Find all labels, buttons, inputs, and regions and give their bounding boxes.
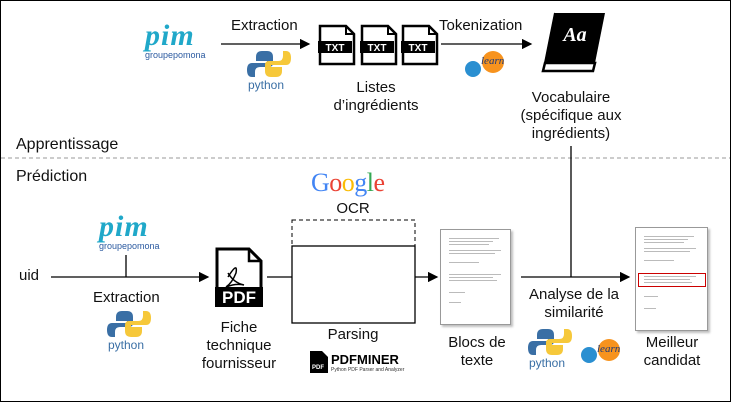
google-logo: Google bbox=[311, 169, 385, 197]
section-prediction-label: Prédiction bbox=[16, 168, 88, 185]
ocr-label: OCR bbox=[336, 200, 370, 217]
best-label-line1: Meilleur bbox=[645, 334, 699, 351]
pim-logo-bottom: pim groupepomona bbox=[93, 210, 165, 254]
python-icon bbox=[247, 51, 291, 77]
google-letter-g: G bbox=[311, 168, 330, 197]
vocab-label-line3: ingrédients) bbox=[531, 125, 611, 142]
sklearn-icon bbox=[465, 51, 504, 77]
python-wordmark: python bbox=[108, 338, 145, 352]
google-letter-o1: o bbox=[329, 168, 342, 197]
analysis-label-line1: Analyse de la bbox=[528, 286, 620, 303]
best-match-highlight bbox=[638, 273, 706, 287]
best-label-line2: candidat bbox=[643, 352, 701, 369]
python-logo-top: python bbox=[247, 49, 291, 93]
analysis-label-line2: similarité bbox=[544, 304, 604, 321]
extraction-top-label: Extraction bbox=[231, 17, 298, 34]
sklearn-wordmark: learn bbox=[597, 343, 621, 355]
blocks-label-line1: Blocs de bbox=[448, 334, 506, 351]
svg-text:TXT: TXT bbox=[326, 43, 345, 54]
python-logo-analysis: python bbox=[528, 327, 572, 371]
pim-subtitle: groupepomona bbox=[99, 241, 160, 251]
vocabulary-book-icon: Aa bbox=[541, 11, 607, 73]
python-icon bbox=[528, 329, 572, 355]
pim-logo-top: pim groupepomona bbox=[139, 19, 211, 63]
section-training-label: Apprentissage bbox=[16, 136, 119, 153]
svg-text:Aa: Aa bbox=[561, 24, 586, 46]
tokenization-label: Tokenization bbox=[439, 17, 523, 34]
pim-wordmark: pim bbox=[145, 19, 195, 52]
pdfminer-subtitle: Python PDF Parser and Analyzer bbox=[331, 367, 405, 373]
uid-label: uid bbox=[19, 267, 40, 284]
google-letter-l: l bbox=[366, 168, 374, 197]
svg-text:PDF: PDF bbox=[222, 288, 256, 307]
sklearn-wordmark: learn bbox=[481, 55, 505, 67]
parsing-box bbox=[291, 245, 416, 324]
google-letter-o2: o bbox=[341, 168, 355, 197]
sklearn-icon bbox=[581, 339, 620, 363]
pim-wordmark: pim bbox=[99, 210, 149, 243]
lists-label-line1: Listes bbox=[356, 79, 396, 96]
pdfminer-icon: PDF bbox=[310, 351, 328, 373]
sklearn-logo-analysis: learn bbox=[577, 337, 627, 367]
svg-text:TXT: TXT bbox=[368, 43, 387, 54]
sheet-label-line2: technique bbox=[206, 337, 272, 354]
vocab-label-line1: Vocabulaire bbox=[531, 89, 611, 106]
sklearn-logo-top: learn bbox=[461, 49, 511, 79]
txt-document-3-icon: TXT bbox=[401, 24, 439, 71]
sheet-label-line3: fournisseur bbox=[201, 355, 277, 372]
parsing-label: Parsing bbox=[327, 326, 379, 343]
pdfminer-wordmark: PDFMINER bbox=[331, 352, 399, 367]
extraction-bottom-label: Extraction bbox=[93, 289, 160, 306]
pdf-document-icon: PDF bbox=[214, 247, 264, 309]
pdfminer-logo: PDF PDFMINER Python PDF Parser and Analy… bbox=[309, 350, 405, 378]
text-blocks-document bbox=[440, 229, 511, 325]
python-wordmark: python bbox=[529, 356, 566, 370]
vocab-label-line2: (spécifique aux bbox=[520, 107, 622, 124]
svg-text:TXT: TXT bbox=[409, 43, 428, 54]
python-icon bbox=[107, 311, 151, 337]
sheet-label-line1: Fiche bbox=[220, 319, 258, 336]
txt-document-2-icon: TXT bbox=[360, 24, 398, 71]
python-wordmark: python bbox=[248, 78, 285, 92]
python-logo-bottom: python bbox=[107, 309, 151, 353]
txt-document-1-icon: TXT bbox=[318, 24, 356, 71]
svg-text:PDF: PDF bbox=[312, 365, 324, 371]
pim-subtitle: groupepomona bbox=[145, 50, 206, 60]
google-letter-e: e bbox=[373, 168, 386, 197]
google-letter-g2: g bbox=[354, 168, 367, 197]
blocks-label-line2: texte bbox=[460, 352, 494, 369]
best-candidate-document bbox=[635, 227, 708, 331]
lists-label-line2: d’ingrédients bbox=[333, 97, 419, 114]
